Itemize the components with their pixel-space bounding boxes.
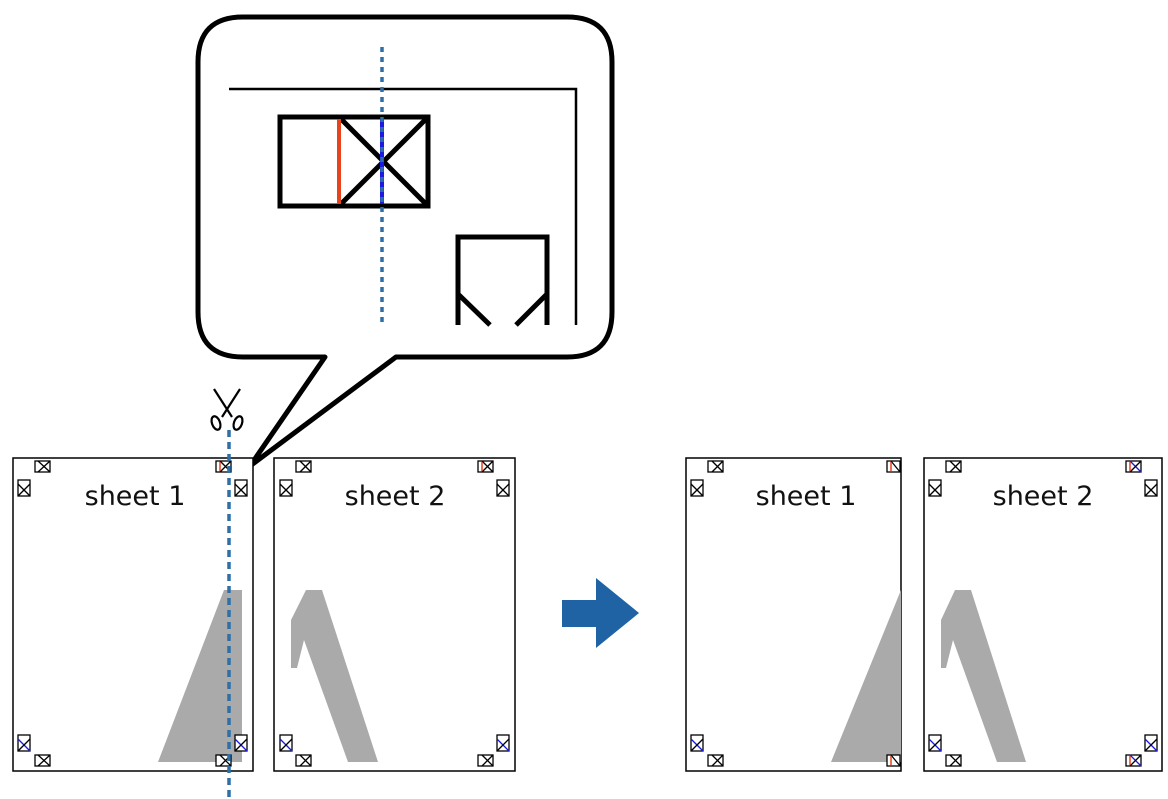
magnifier-callout [195, 14, 615, 469]
sheet-1-after-figure [831, 590, 901, 762]
scissors-icon [210, 388, 244, 431]
sheet-1-before-marks [17, 460, 248, 767]
sheet-1-before-figure [158, 590, 242, 762]
sheet-2-after: sheet 2 [923, 457, 1163, 772]
sheet-1-after-marks [690, 460, 901, 767]
sheet-2-before-marks [279, 460, 510, 767]
sheet-1-after-label: sheet 1 [756, 481, 857, 512]
callout-cut-mark [277, 114, 431, 209]
sheet-2-after-marks [928, 460, 1158, 767]
sheet-2-after-figure [941, 590, 1026, 762]
sheet-2-before-label: sheet 2 [345, 481, 446, 512]
sheet-1-before: sheet 1 [12, 457, 254, 772]
sheet-1-before-label: sheet 1 [85, 481, 186, 512]
right-arrow-icon [562, 578, 639, 648]
sheet-2-after-label: sheet 2 [993, 481, 1094, 512]
sheet-1-after: sheet 1 [685, 457, 902, 772]
callout-page-edge [229, 87, 578, 325]
sheet-2-before: sheet 2 [273, 457, 516, 772]
sheet-2-before-figure [291, 590, 378, 762]
callout-bubble [195, 14, 615, 469]
callout-pointer-mark [455, 234, 550, 327]
